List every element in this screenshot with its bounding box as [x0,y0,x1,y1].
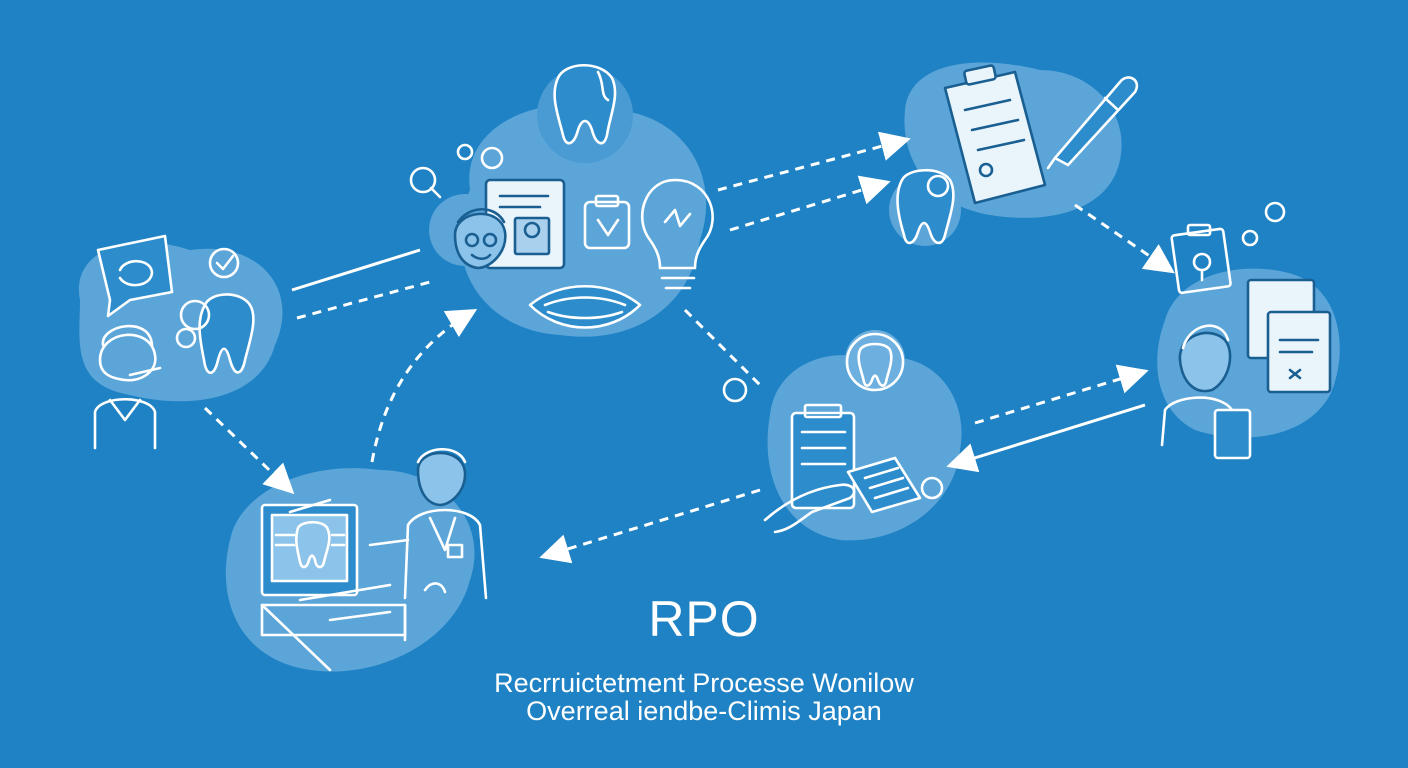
icon-group [95,65,1330,670]
connector-dashed-4 [1075,205,1170,270]
connector-dashed-1 [297,282,430,318]
clipboard-checklist-icon [792,405,854,508]
connector-dashed-6 [685,310,760,385]
connector-dashed-9 [205,408,290,490]
connector-dashed-2 [718,140,905,190]
connector-dashed-3 [730,183,885,230]
magnifier-icon [724,379,746,401]
connector-solid-1 [292,250,420,290]
connector-solid-2 [952,405,1145,465]
connector-dashed-5 [975,372,1143,423]
connector-dashed-8 [372,312,472,462]
bubble-icon [1266,203,1284,221]
diagram-title: RPO [0,590,1408,648]
bubble-icon [458,145,472,159]
connector-dashed-7 [545,490,760,556]
magnifier-icon [411,168,440,197]
diagram-subtitle-line1: Recrruictetment Processe Wonilow [0,668,1408,699]
bubble-icon [1243,231,1257,245]
diagram-subtitle-line2: Overreal iendbe-Climis Japan [0,696,1408,727]
